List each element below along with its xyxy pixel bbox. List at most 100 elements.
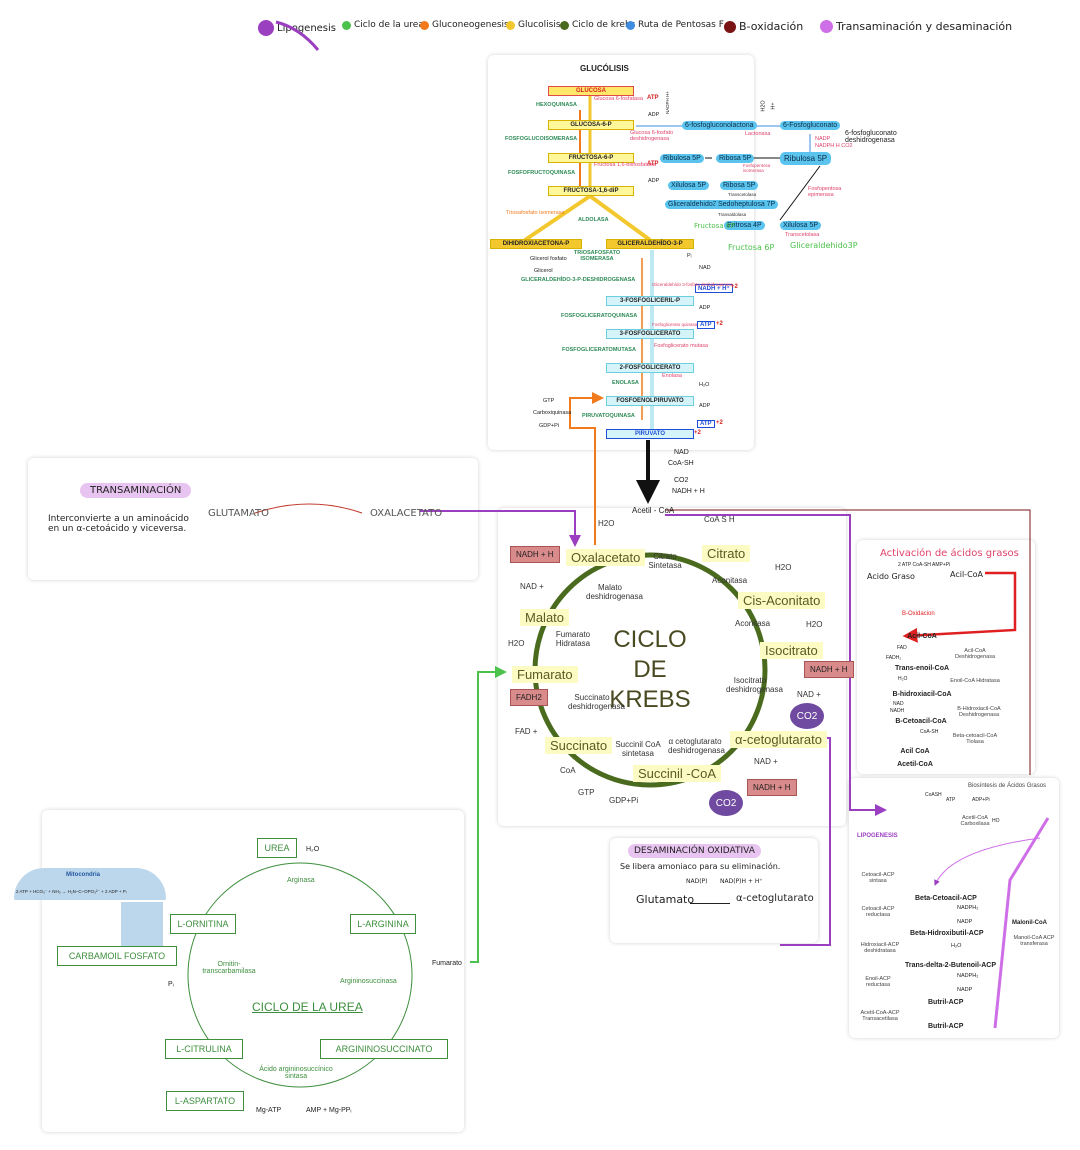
lipo-h2o: H₂O: [951, 943, 962, 949]
box-coash: CoA-SH: [920, 729, 939, 735]
atp-1: ATP: [647, 95, 659, 101]
malato-dh: Malato deshidrogenasa: [586, 583, 643, 601]
urea-circle: [187, 862, 413, 1088]
urea-h2o: H₂O: [306, 846, 320, 853]
mitocondria-shape: [14, 868, 166, 900]
piruvatoquinasa-label: PIRUVATOQUINASA: [582, 413, 635, 419]
krebs-h2o-a: H2O: [598, 519, 615, 528]
fumarato-krebs: Fumarato: [512, 666, 578, 683]
triosafosfato-note: Triosafosfato isomerasa: [506, 210, 565, 216]
krebs-coash: CoA S H: [704, 515, 735, 524]
legend-item-lipogenesis: Lipogenesis: [258, 20, 336, 36]
lipo-transferasa: Manoil-CoA ACP transferasa: [1013, 935, 1055, 947]
desamination-nadph: NAD(P)H + H⁺: [720, 878, 763, 885]
lipo-step-1: Beta-Hidroxibutil-ACP: [910, 930, 984, 937]
gtp-note: GTP: [543, 398, 555, 404]
akg-dh: α cetoglutarato deshidrogenasa: [668, 737, 725, 755]
desamination-title: DESAMINACIÓN OXIDATIVA: [628, 844, 761, 858]
desamination-akg: α-cetoglutarato: [736, 893, 814, 904]
legend-item-krebs: Ciclo de krebs: [560, 20, 635, 30]
box-step-0: Acil-CoA: [907, 633, 937, 640]
glutamato-label: GLUTAMATO: [208, 508, 269, 519]
activation-title: Activación de ácidos grasos: [880, 548, 1019, 559]
krebs-dot-icon: [560, 20, 569, 30]
carboxiquinasa-note: Carboxiquinasa: [533, 410, 572, 416]
f16bpasa-note: Fructosa 1,6-bisfosfatasa: [594, 162, 656, 168]
krebs-nad-a: NAD +: [797, 690, 821, 699]
krebs-co2-a: CO2: [790, 703, 824, 729]
aspartato-box: L-ASPARTATO: [166, 1091, 244, 1111]
pdh-nadh: NADH + H: [672, 488, 705, 495]
transcetolasa-label: Transcetolasa: [728, 192, 757, 197]
transaldolasa-label: Transaldolasa: [718, 212, 747, 217]
piruvato-box: PIRUVATO: [606, 429, 694, 439]
citrato-krebs: Citrato: [702, 545, 751, 562]
fructosa6p-a: Fructosa 6P: [694, 222, 735, 230]
hexoquinasa-label: HEXOQUINASA: [536, 102, 577, 108]
desamination-arrow: [690, 903, 730, 904]
urea-dot-icon: [342, 20, 351, 30]
legend-stroke: [275, 20, 320, 51]
krebs-coa: CoA: [560, 766, 576, 775]
legend-item-gluconeogenesis: Gluconeogenesis: [420, 20, 509, 30]
krebs-nadh-b: NADH + H: [747, 779, 797, 796]
box-step-4: Acil CoA: [900, 748, 930, 755]
activation-cof: 2 ATP CoA-SH AMP+Pi: [898, 562, 951, 568]
ass-label: Ácido argininosuccínico sintasa: [259, 1066, 333, 1080]
acido-graso: Acido Graso: [867, 572, 915, 581]
lipo-atp: ATP: [946, 797, 956, 803]
krebs-title-2: KREBS: [609, 686, 691, 713]
box-nad: NAD: [893, 701, 904, 707]
desamination-link: [780, 732, 831, 946]
gluconeogenesis-link: [569, 392, 604, 545]
succinato-krebs: Succinato: [545, 737, 613, 754]
krebs-gdp: GDP+Pi: [609, 796, 639, 805]
box-enz-0: Acil-CoA Deshidrogenasa: [954, 648, 996, 660]
glicerol3p-note: Glicerol fosfato: [530, 256, 567, 262]
desamination-nadp: NAD(P): [686, 878, 708, 885]
g6pasa-note: Glucosa 6-fosfatasa: [594, 96, 643, 102]
citrato-sintetasa: Citrato Sintetasa: [648, 552, 682, 570]
carbamoil-box: CARBAMOIL FOSFATO: [57, 946, 177, 966]
legend-item-urea: Ciclo de la urea: [342, 20, 424, 30]
box-step-2: B-hidroxiacil-CoA: [892, 691, 952, 698]
boxidation-card: [857, 540, 1035, 774]
x2-4: +2: [694, 430, 701, 436]
xilulosa5p-b-box: Xilulosa 5P: [780, 221, 822, 230]
h-pentose: H+: [770, 102, 777, 110]
pglucono-box: 6-fosfogluconolactona: [682, 121, 757, 130]
oxalacetato-label: OXALACETATO: [370, 508, 443, 519]
box-step-1: Trans-enoil-CoA: [894, 665, 950, 672]
legend-item-pentosas: Ruta de Pentosas F: [626, 20, 724, 30]
adp-3: ADP: [699, 305, 711, 311]
pg2-box: 2-FOSFOGLICERATO: [606, 363, 694, 373]
box-step-3: B-Cetoacil-CoA: [895, 718, 947, 725]
lipo-enz-2: Hidroxiacil-ACP deshidratasa: [860, 942, 900, 954]
urea-card: [42, 810, 464, 1132]
glucosa-box: GLUCOSA: [548, 86, 634, 96]
aldolasa-right: [588, 194, 652, 242]
gapdh-label: GLICERALDEHÍDO-3-P-DESHIDROGENASA: [521, 277, 636, 283]
asl-label: Argininosuccinasa: [340, 978, 397, 985]
box-enz-2: B-Hidroxiacil-CoA Deshidrogenasa: [957, 706, 1001, 718]
lipogenesis-title: Biosíntesis de Ácidos Grasos: [968, 783, 1047, 789]
lipo-enz-0: Cetoacil-ACP sintasa: [861, 872, 895, 884]
h2o-label: H₂O: [699, 382, 710, 388]
oxalacetato-krebs: Oxalacetato: [566, 549, 646, 566]
krebs-gtp: GTP: [578, 788, 595, 797]
transamination-desc: Interconvierte a un aminoácido en un α-c…: [48, 514, 189, 534]
lipogenesis-section: LIPOGENESIS: [857, 833, 898, 839]
transcetolasa2-label: Transcetolasa: [785, 232, 820, 238]
dhap-box: DIHIDROXIACETONA-P: [490, 239, 582, 249]
ribulosa5p-box: Ribulosa 5P: [780, 152, 832, 165]
cisaconitato-krebs: Cis-Aconitato: [738, 592, 826, 609]
urea-pi: Pᵢ: [168, 981, 174, 988]
lipo-nadp: NADP: [957, 919, 973, 925]
arginasa-label: Arginasa: [287, 877, 315, 884]
xilulosa5p-box: Xilulosa 5P: [668, 181, 710, 190]
box-nadh: NADH: [890, 708, 905, 714]
epimerasa-label: Fosfopentosa epimerasa: [808, 186, 842, 198]
box-enz-3: Beta-cetoacil-CoA Tiolasa: [952, 733, 998, 745]
transaminacion-dot-icon: [820, 20, 833, 33]
enolasa-note: Enolasa: [662, 373, 682, 379]
